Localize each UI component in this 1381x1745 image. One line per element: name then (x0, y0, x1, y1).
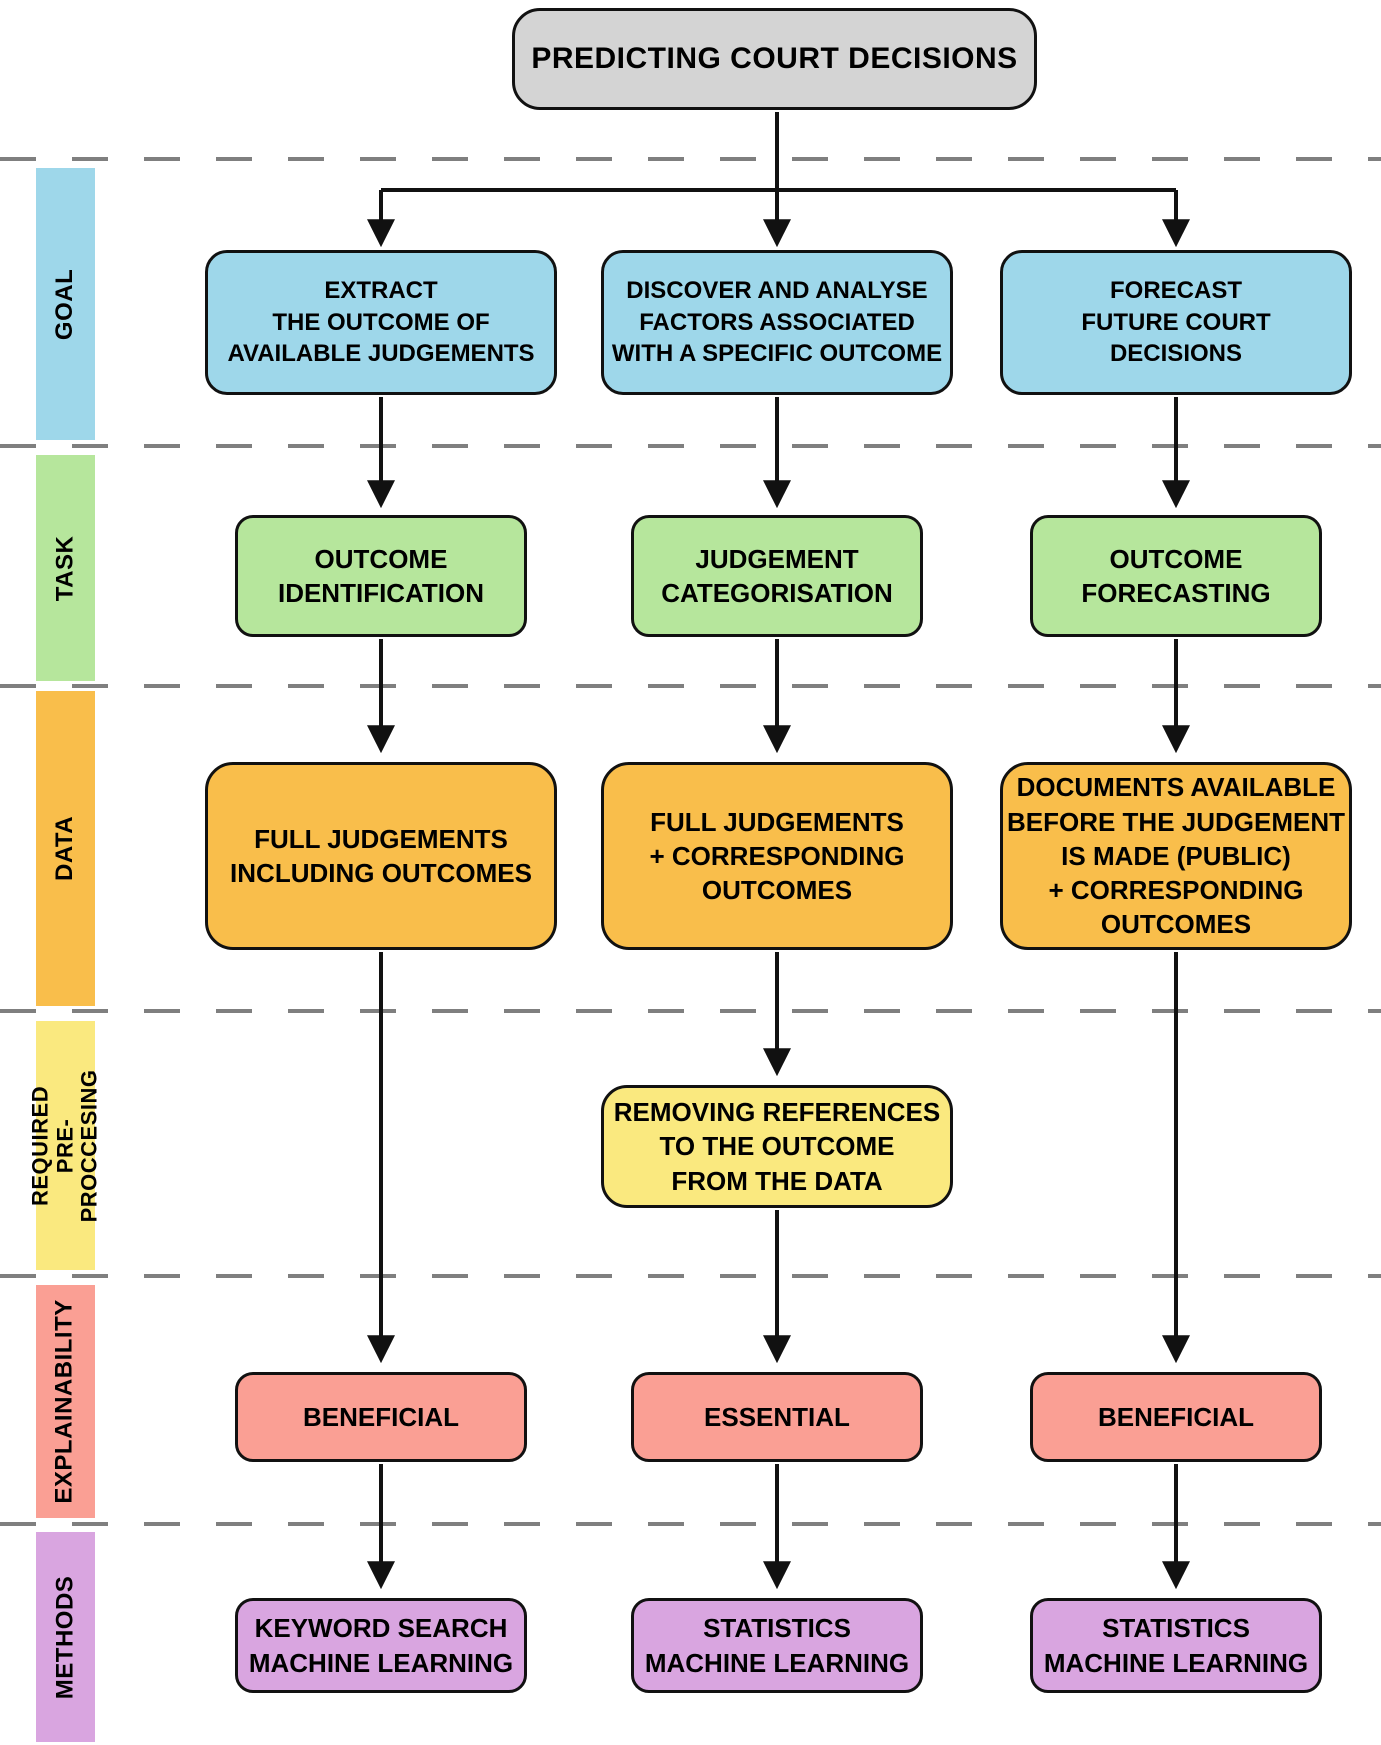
row-label-preprocessing-text: REQUIRED PRE-PROCCESING (27, 1069, 102, 1222)
preprocessing-box-2: REMOVING REFERENCES TO THE OUTCOME FROM … (601, 1085, 953, 1208)
task-box-1: OUTCOME IDENTIFICATION (235, 515, 527, 637)
task-box-3: OUTCOME FORECASTING (1030, 515, 1322, 637)
row-label-methods: METHODS (36, 1532, 95, 1742)
row-label-task: TASK (36, 455, 95, 681)
data-box-3: DOCUMENTS AVAILABLE BEFORE THE JUDGEMENT… (1000, 762, 1352, 950)
dashed-separator (0, 1009, 1381, 1013)
goal-box-2-label: DISCOVER AND ANALYSE FACTORS ASSOCIATED … (611, 276, 943, 368)
goal-box-3: FORECAST FUTURE COURT DECISIONS (1000, 250, 1352, 395)
data-box-1: FULL JUDGEMENTS INCLUDING OUTCOMES (205, 762, 557, 950)
methods-box-3: STATISTICS MACHINE LEARNING (1030, 1598, 1322, 1693)
methods-box-1: KEYWORD SEARCH MACHINE LEARNING (235, 1598, 527, 1693)
data-box-2-label: FULL JUDGEMENTS + CORRESPONDING OUTCOMES (649, 806, 905, 906)
row-label-explainability-text: EXPLAINABILITY (51, 1299, 79, 1504)
explainability-box-2: ESSENTIAL (631, 1372, 923, 1462)
explainability-box-2-label: ESSENTIAL (704, 1401, 850, 1432)
methods-box-2-label: STATISTICS MACHINE LEARNING (644, 1613, 910, 1678)
explainability-box-1: BENEFICIAL (235, 1372, 527, 1462)
goal-box-1: EXTRACT THE OUTCOME OF AVAILABLE JUDGEME… (205, 250, 557, 395)
methods-box-3-label: STATISTICS MACHINE LEARNING (1043, 1613, 1309, 1678)
explainability-box-1-label: BENEFICIAL (303, 1401, 459, 1432)
data-box-1-label: FULL JUDGEMENTS INCLUDING OUTCOMES (230, 823, 532, 888)
dashed-separator (0, 1274, 1381, 1278)
methods-box-2: STATISTICS MACHINE LEARNING (631, 1598, 923, 1693)
task-box-3-label: OUTCOME FORECASTING (1081, 543, 1271, 608)
row-label-goal-text: GOAL (51, 268, 79, 340)
task-box-1-label: OUTCOME IDENTIFICATION (277, 543, 485, 608)
row-label-data: DATA (36, 691, 95, 1006)
title-box-label: PREDICTING COURT DECISIONS (531, 42, 1018, 76)
task-box-2: JUDGEMENT CATEGORISATION (631, 515, 923, 637)
explainability-box-3: BENEFICIAL (1030, 1372, 1322, 1462)
row-label-data-text: DATA (51, 815, 79, 882)
row-label-task-text: TASK (51, 535, 79, 601)
title-box: PREDICTING COURT DECISIONS (512, 8, 1037, 110)
goal-box-2: DISCOVER AND ANALYSE FACTORS ASSOCIATED … (601, 250, 953, 395)
row-label-goal: GOAL (36, 168, 95, 440)
goal-box-3-label: FORECAST FUTURE COURT DECISIONS (1081, 276, 1271, 368)
row-label-explainability: EXPLAINABILITY (36, 1285, 95, 1518)
explainability-box-3-label: BENEFICIAL (1098, 1401, 1254, 1432)
task-box-2-label: JUDGEMENT CATEGORISATION (661, 543, 893, 608)
dashed-separator (0, 157, 1381, 161)
row-label-preprocessing: REQUIRED PRE-PROCCESING (28, 1021, 102, 1270)
dashed-separator (0, 684, 1381, 688)
row-label-methods-text: METHODS (51, 1575, 79, 1699)
data-box-3-label: DOCUMENTS AVAILABLE BEFORE THE JUDGEMENT… (1006, 772, 1346, 940)
goal-box-1-label: EXTRACT THE OUTCOME OF AVAILABLE JUDGEME… (227, 276, 535, 368)
data-box-2: FULL JUDGEMENTS + CORRESPONDING OUTCOMES (601, 762, 953, 950)
preprocessing-box-2-label: REMOVING REFERENCES TO THE OUTCOME FROM … (613, 1097, 941, 1196)
methods-box-1-label: KEYWORD SEARCH MACHINE LEARNING (248, 1613, 514, 1678)
dashed-separator (0, 1522, 1381, 1526)
dashed-separator (0, 444, 1381, 448)
